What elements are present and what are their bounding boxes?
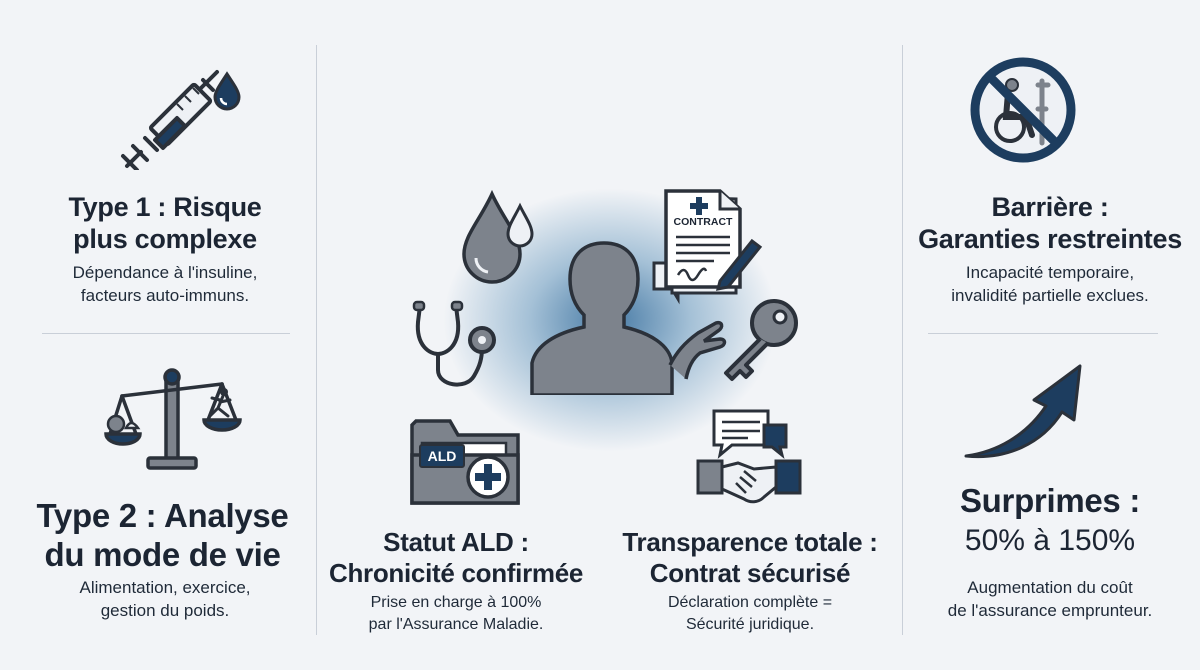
barrier-title-line1: Barrière : <box>991 192 1109 222</box>
surprimes-description: Augmentation du coût de l'assurance empr… <box>905 577 1195 623</box>
surprimes-desc-line1: Augmentation du coût <box>967 578 1133 597</box>
folder-label: ALD <box>428 448 457 464</box>
barrier-description: Incapacité temporaire, invalidité partie… <box>905 262 1195 308</box>
barrier-desc-line1: Incapacité temporaire, <box>965 263 1135 282</box>
type2-description: Alimentation, exercice, gestion du poids… <box>20 577 310 623</box>
type2-desc-line2: gestion du poids. <box>100 600 230 620</box>
person-silhouette-icon <box>520 235 730 395</box>
ald-description: Prise en charge à 100% par l'Assurance M… <box>325 592 587 635</box>
transparency-title-line1: Transparence totale : <box>622 527 878 557</box>
type1-title: Type 1 : Risque plus complexe <box>20 192 310 256</box>
type1-title-line1: Type 1 : Risque <box>68 192 262 222</box>
divider-left-horizontal <box>42 333 290 334</box>
ald-title-line1: Statut ALD : <box>383 527 529 557</box>
transparency-desc-line2: Sécurité juridique. <box>685 615 815 633</box>
type1-title-line2: plus complexe <box>73 223 257 254</box>
type1-desc-line2: facteurs auto-immuns. <box>80 285 250 305</box>
no-disability-icon <box>968 55 1078 165</box>
type1-desc-line1: Dépendance à l'insuline, <box>72 263 258 282</box>
barrier-title-line2: Garanties restreintes <box>918 223 1182 254</box>
divider-right-horizontal <box>928 333 1158 334</box>
ald-title: Statut ALD : Chronicité confirmée <box>325 527 587 588</box>
barrier-title: Barrière : Garanties restreintes <box>905 192 1195 256</box>
handshake-chat-icon <box>692 405 807 510</box>
key-icon <box>718 295 803 385</box>
balance-scale-icon <box>104 362 244 477</box>
ald-folder-icon: ALD <box>408 415 523 510</box>
ald-title-line2: Chronicité confirmée <box>328 557 584 588</box>
transparency-title-line2: Contrat sécurisé <box>649 557 851 588</box>
transparency-description: Déclaration complète = Sécurité juridiqu… <box>602 592 898 635</box>
surprimes-desc-line2: de l'assurance emprunteur. <box>947 600 1153 620</box>
stethoscope-icon <box>412 300 502 395</box>
barrier-desc-line2: invalidité partielle exclues. <box>951 285 1149 305</box>
rising-arrow-icon <box>962 362 1087 462</box>
surprimes-title-text: Surprimes : <box>959 482 1141 519</box>
surprimes-value: 50% à 150% <box>964 524 1136 557</box>
ald-desc-line2: par l'Assurance Maladie. <box>368 615 544 633</box>
divider-right <box>902 45 903 635</box>
type2-title-line2: du mode de vie <box>44 535 281 573</box>
type1-description: Dépendance à l'insuline, facteurs auto-i… <box>20 262 310 308</box>
type2-title-line1: Type 2 : Analyse <box>36 497 289 534</box>
type2-desc-line1: Alimentation, exercice, <box>79 578 251 597</box>
syringe-icon <box>115 60 250 170</box>
surprimes-title: Surprimes : <box>905 482 1195 521</box>
contract-document-icon: CONTRACT <box>644 185 764 310</box>
ald-desc-line1: Prise en charge à 100% <box>370 594 542 611</box>
type2-title: Type 2 : Analyse du mode de vie <box>10 497 315 575</box>
contract-label: CONTRACT <box>674 216 733 228</box>
blood-drops-icon <box>458 188 543 293</box>
divider-left <box>316 45 317 635</box>
transparency-desc-line1: Déclaration complète = <box>667 594 833 611</box>
transparency-title: Transparence totale : Contrat sécurisé <box>602 527 898 588</box>
